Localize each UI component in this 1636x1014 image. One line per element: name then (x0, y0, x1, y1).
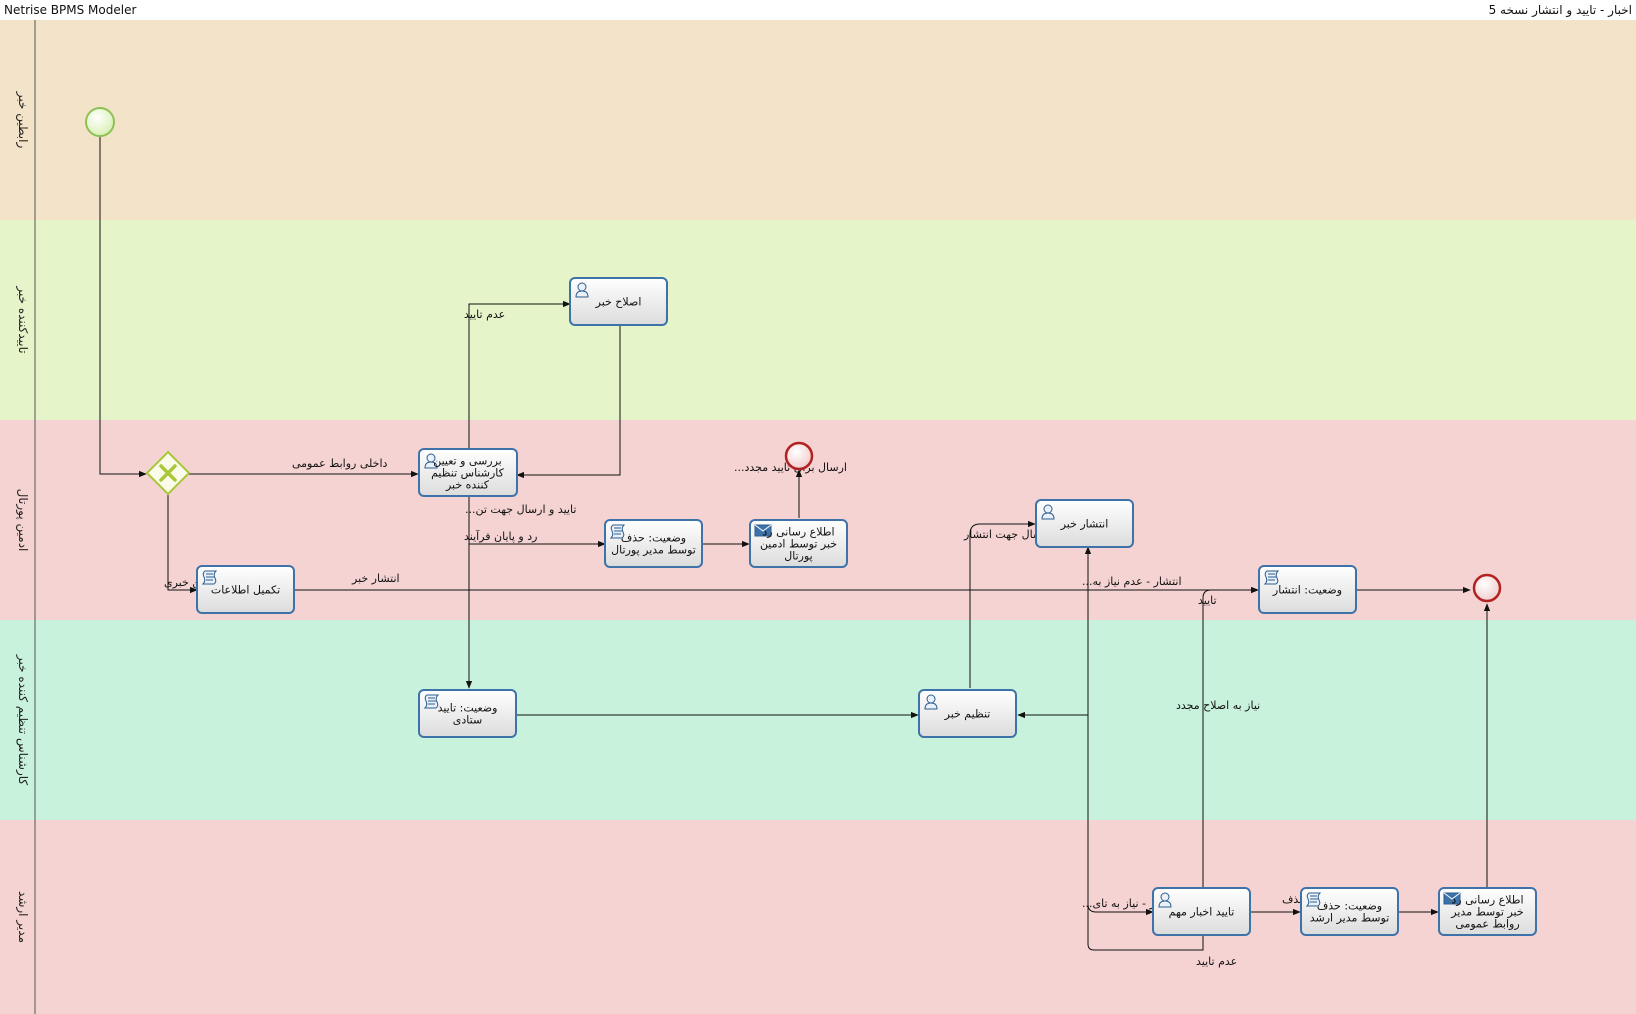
lane-label-1: رابطین خبر (15, 91, 30, 149)
user-icon (1041, 504, 1055, 520)
flow-label-approve: تایید (1198, 594, 1217, 607)
lane-2: تاییدکننده خبر (0, 220, 1636, 420)
start-event[interactable] (85, 107, 115, 137)
flow-correct-to-review (516, 325, 621, 479)
flow-label-not-approved-top: عدم تایید (464, 308, 505, 321)
exclusive-gateway[interactable] (145, 450, 191, 496)
script-icon (201, 570, 218, 585)
flow-gateway-to-complete (167, 494, 198, 594)
end-event-rejected[interactable] (784, 441, 814, 471)
task-approve-important-news-label: تایید اخبار مهم (1169, 906, 1235, 919)
task-complete-info-label: تکمیل اطلاعات (211, 584, 280, 597)
flow-label-delete: حذف (1282, 893, 1306, 906)
flow-label-send-reapproval: ارسال برای تایید مجدد... (734, 461, 847, 474)
flow-label-publish-news: انتشار خبر (351, 572, 400, 585)
task-status-publish-label: وضعیت: انتشار (1272, 584, 1342, 597)
task-arrange-news[interactable]: تنظیم خبر (918, 689, 1017, 738)
flow-start-to-gateway (99, 136, 147, 478)
user-icon (424, 453, 438, 469)
lane-label-5: مدیر ارشد (15, 891, 30, 943)
flow-approve-to-status-publish (1202, 586, 1259, 887)
script-icon (609, 524, 626, 539)
flow-review-to-correct (468, 300, 571, 449)
task-complete-info[interactable]: تکمیل اطلاعات (196, 565, 295, 614)
document-title: اخبار - تایید و انتشار نسخه 5 (1488, 3, 1632, 17)
lane-4: کارشناس تنظیم کننده خبر (0, 620, 1636, 820)
flow-arrange-to-publish (969, 520, 1036, 688)
envelope-icon (754, 524, 772, 537)
flow-label-reject-end: رد و پایان فرآیند (464, 529, 537, 543)
flow-label-approve-send: تایید و ارسال جهت تن... (465, 503, 576, 516)
flow-review-to-status-delete (468, 496, 606, 548)
sequence-flows (99, 136, 1491, 951)
task-correct-news-label: اصلاح خبر (595, 296, 642, 309)
flow-approve-to-publish (1084, 546, 1204, 951)
task-publish-news-label: انتشار خبر (1060, 518, 1109, 531)
script-icon (1263, 570, 1280, 585)
lane-1: رابطین خبر (0, 20, 1636, 220)
task-status-publish[interactable]: وضعیت: انتشار (1258, 565, 1357, 614)
app-title: Netrise BPMS Modeler (4, 3, 137, 17)
lane-label-2: تاییدکننده خبر (15, 285, 30, 353)
flow-label-publish-no-need: انتشار - عدم نیاز به... (1082, 575, 1182, 588)
lane-label-3: ادمین پورتال (15, 489, 30, 552)
user-icon (1158, 892, 1172, 908)
flow-label-send-publish: ارسال جهت انتشار (963, 528, 1051, 541)
title-bar: Netrise BPMS Modeler اخبار - تایید و انت… (0, 0, 1636, 20)
task-approve-important-news[interactable]: تایید اخبار مهم (1152, 887, 1251, 936)
user-icon (575, 282, 589, 298)
flow-label-internal-pr: داخلی روابط عمومی (292, 457, 388, 470)
end-event-main[interactable] (1472, 573, 1502, 603)
user-icon (924, 694, 938, 710)
task-correct-news[interactable]: اصلاح خبر (569, 277, 668, 326)
flow-label-needs-recorrect: نیاز به اصلاح مجدد (1176, 699, 1260, 712)
flow-label-not-approved-bottom: عدم تایید (1196, 955, 1237, 968)
script-icon (1305, 892, 1322, 907)
lane-label-4: کارشناس تنظیم کننده خبر (15, 654, 30, 785)
envelope-icon (1443, 892, 1461, 905)
task-arrange-news-label: تنظیم خبر (944, 708, 991, 721)
task-publish-news[interactable]: انتشار خبر (1035, 499, 1134, 548)
script-icon (423, 694, 440, 709)
